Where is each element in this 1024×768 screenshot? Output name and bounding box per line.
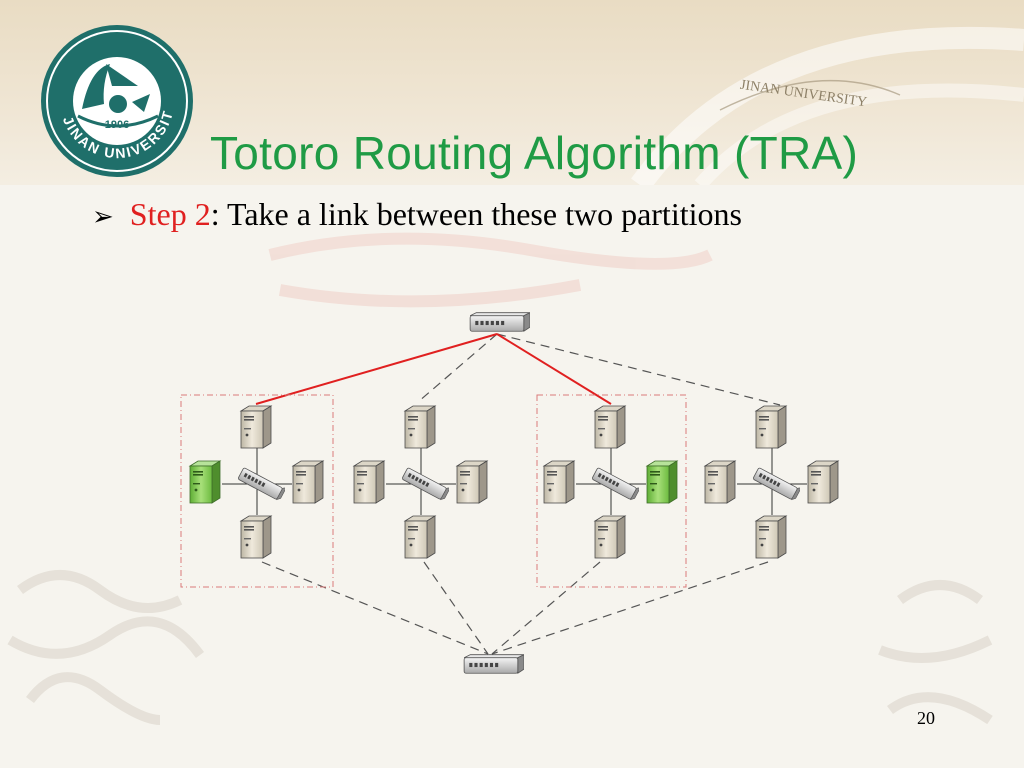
cluster-2 [353, 405, 488, 559]
page-number: 20 [917, 708, 935, 728]
bottom-switch-dashed-links [261, 561, 769, 655]
partition-box-right [536, 394, 687, 588]
server-icon [807, 460, 839, 504]
switch-icon [237, 467, 285, 501]
selected-link-right [496, 333, 612, 405]
server-icon [755, 405, 787, 449]
banner-ornament: JINAN UNIVERSITY [631, 26, 1024, 185]
selected-server-icon [646, 460, 678, 504]
top-core-switch-icon [469, 312, 530, 332]
server-icon [404, 405, 436, 449]
switch-icon [591, 467, 639, 501]
bottom-core-switch-icon [463, 654, 524, 674]
bullet-item: ➢ Step 2: Take a link between these two p… [92, 196, 742, 233]
server-icon [240, 405, 272, 449]
server-icon [755, 515, 787, 559]
cluster-4 [704, 405, 839, 559]
university-logo: JINAN UNIVERSITY 1906 [40, 24, 193, 177]
top-switch-dashed-links [417, 333, 781, 406]
server-icon [292, 460, 324, 504]
switch-icon [401, 467, 449, 501]
server-icon [594, 515, 626, 559]
server-icon [404, 515, 436, 559]
cluster-3 [543, 405, 678, 559]
step-label: Step 2 [129, 196, 211, 232]
server-icon [240, 515, 272, 559]
logo-year: 1906 [105, 119, 129, 131]
selected-links [255, 333, 612, 405]
cluster-1 [189, 405, 324, 559]
server-icon [353, 460, 385, 504]
server-icon [594, 405, 626, 449]
server-icon [543, 460, 575, 504]
bullet-arrow-icon: ➢ [92, 202, 114, 232]
slide-title: Totoro Routing Algorithm (TRA) [210, 127, 859, 179]
partition-box-left [180, 394, 334, 588]
step-description: : Take a link between these two partitio… [210, 196, 742, 232]
switch-icon [752, 467, 800, 501]
server-icon [704, 460, 736, 504]
selected-link-left [255, 333, 498, 405]
server-icon [456, 460, 488, 504]
selected-server-icon [189, 460, 221, 504]
